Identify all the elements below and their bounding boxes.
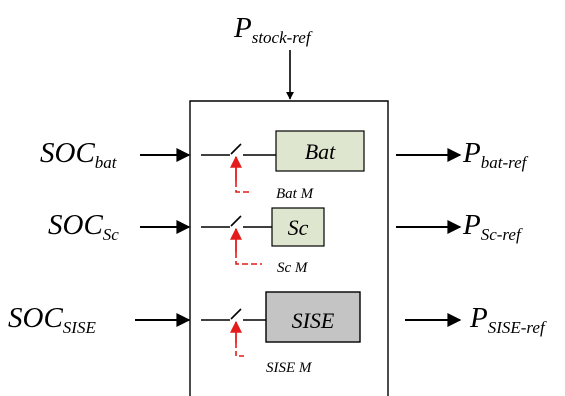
block-sise	[265, 291, 361, 343]
switch-sc	[230, 215, 242, 227]
input-soc-bat: SOCbat	[40, 137, 118, 172]
output-p-bat-ref: Pbat-ref	[462, 137, 529, 172]
block-sc	[271, 207, 325, 247]
block-sise-label: SISE	[292, 308, 335, 333]
switch-bat	[230, 143, 242, 155]
input-soc-sc: SOCSc	[48, 209, 119, 244]
output-p-sc-ref: PSc-ref	[462, 209, 523, 244]
input-soc-sise: SOCSISE	[8, 302, 96, 337]
switch-label-sc: Sc M	[277, 260, 309, 276]
block-sc-label: Sc	[288, 215, 309, 240]
output-p-sise-ref: PSISE-ref	[469, 302, 547, 337]
control-line-bat	[235, 181, 251, 193]
block-bat	[275, 130, 365, 172]
switch-label-bat: Bat M	[276, 186, 315, 202]
switch-label-sise: SISE M	[266, 360, 313, 376]
control-line-sise	[235, 343, 247, 357]
block-bat-label: Bat	[305, 139, 336, 164]
switch-sise	[230, 308, 242, 320]
top-input-label: Pstock-ref	[233, 12, 313, 47]
controller-box	[189, 100, 389, 396]
control-line-sc	[235, 252, 262, 265]
